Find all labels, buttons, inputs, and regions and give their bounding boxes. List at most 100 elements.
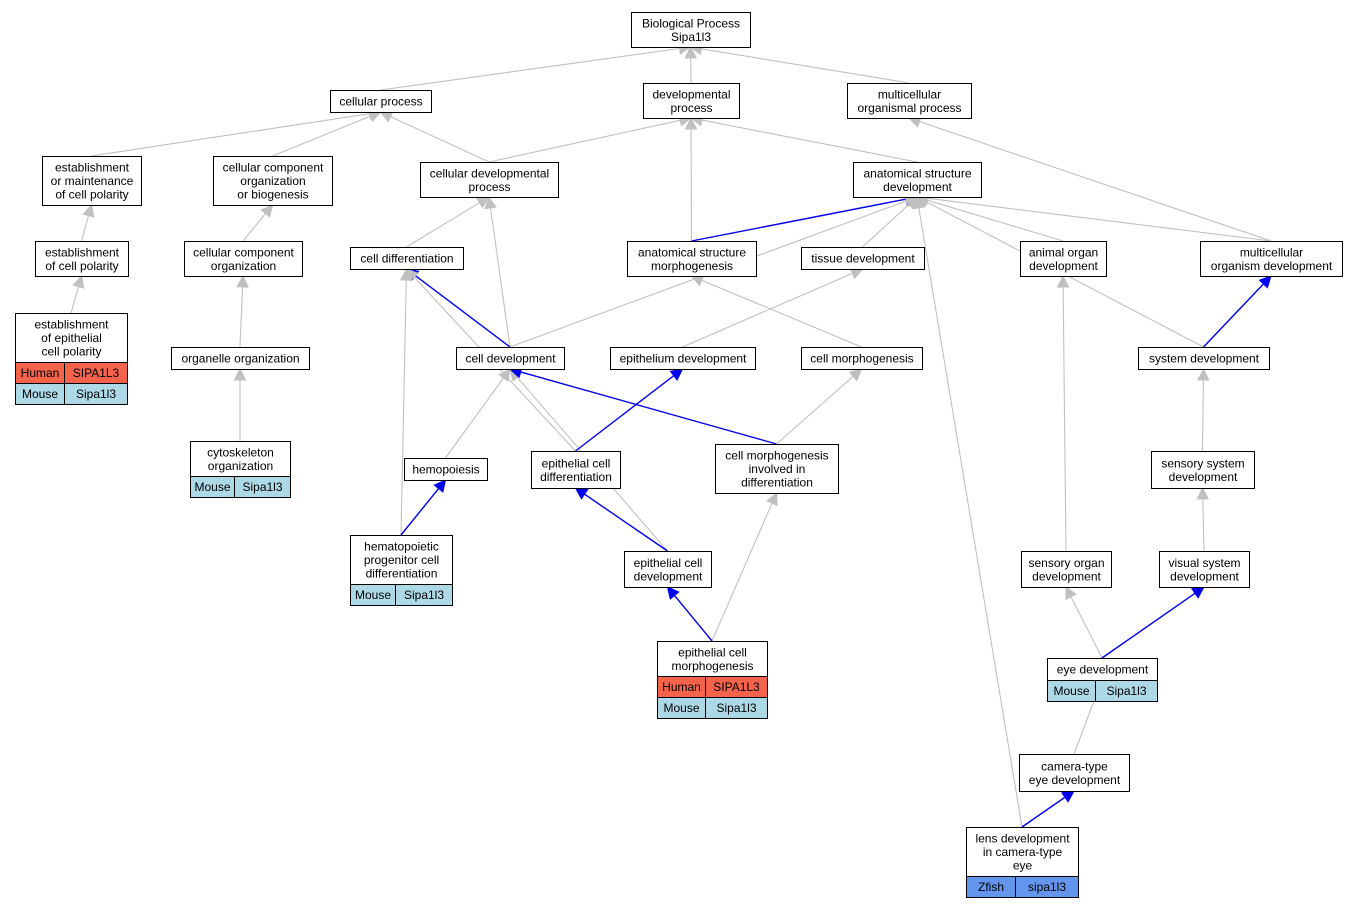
term-label-line: animal organ	[1029, 245, 1098, 259]
term-label-line: morphogenesis	[651, 259, 733, 273]
term-box	[853, 162, 982, 198]
term-label-line: developmental	[652, 87, 730, 101]
term-label-line: cell morphogenesis	[725, 449, 828, 463]
edge-arrowhead	[766, 491, 778, 507]
term-label-line: Biological Process	[642, 16, 740, 30]
edge-hemo-to-cdev	[445, 377, 504, 459]
term-box	[1020, 241, 1107, 277]
gene-cell	[395, 584, 453, 606]
gene-cell	[1095, 680, 1158, 702]
term-label-line: tissue development	[811, 252, 915, 266]
edge-asd-to-dp	[701, 119, 918, 163]
gene-symbol[interactable]: sipa1l3	[1028, 880, 1066, 894]
term-node-hemo[interactable]: hemopoiesis	[404, 458, 488, 481]
term-node-oo[interactable]: organelle organization	[171, 347, 310, 370]
term-label-line: cell development	[465, 352, 556, 366]
term-label-line: differentiation	[741, 476, 813, 490]
edge-eye-to-sod	[1070, 596, 1103, 659]
edge-arrowhead	[498, 368, 511, 383]
term-node-sd[interactable]: system development	[1138, 347, 1270, 370]
gene-symbol[interactable]: Sipa1l3	[242, 480, 282, 494]
term-label-line: process	[468, 180, 510, 194]
term-label-line: development	[883, 180, 952, 194]
term-label-line: establishment	[45, 245, 120, 259]
term-label-line: development	[1029, 259, 1098, 273]
term-label-line: process	[670, 101, 712, 115]
species-label: Mouse	[355, 588, 391, 602]
term-node-cdev[interactable]: cell development	[456, 347, 565, 370]
term-label-line: visual system	[1168, 556, 1240, 570]
term-node-cm[interactable]: cell morphogenesis	[801, 347, 923, 370]
term-box	[801, 247, 925, 270]
term-label-line: system development	[1149, 352, 1260, 366]
edge-lens-to-cted	[1021, 796, 1066, 828]
gene-symbol[interactable]: Sipa1l3	[1106, 684, 1146, 698]
edge-arrowhead	[484, 195, 497, 210]
term-box	[420, 162, 559, 198]
term-label-line: cellular component	[193, 245, 294, 259]
gene-symbol[interactable]: SIPA1L3	[713, 680, 760, 694]
gene-symbol[interactable]: Sipa1l3	[76, 387, 116, 401]
term-box	[1200, 241, 1343, 277]
term-label-line: camera-type	[1041, 759, 1108, 773]
edge-arrowhead	[72, 274, 85, 289]
term-label-line: in camera-type	[983, 845, 1063, 859]
gene-symbol[interactable]: Sipa1l3	[404, 588, 444, 602]
edge-emcp-to-cp	[91, 113, 370, 157]
gene-symbol[interactable]: Sipa1l3	[716, 701, 756, 715]
term-box	[657, 641, 768, 677]
edge-arrowhead	[684, 116, 698, 130]
gene-symbol[interactable]: SIPA1L3	[73, 366, 120, 380]
term-box	[1021, 551, 1112, 588]
gene-cell	[234, 476, 291, 498]
term-label-line: establishment	[55, 161, 130, 175]
term-label-line: hemopoiesis	[412, 463, 479, 477]
edge-arrowhead	[666, 586, 680, 600]
edge-lens-to-asd	[918, 207, 1023, 828]
term-label-line: lens development	[975, 832, 1070, 846]
term-box	[1138, 347, 1270, 370]
term-label-line: cytoskeleton	[207, 445, 274, 459]
term-label-line: cell morphogenesis	[810, 352, 913, 366]
term-node-cdiff[interactable]: cell differentiation	[350, 247, 464, 270]
edge-aod-to-asd	[927, 199, 1064, 242]
term-box	[627, 241, 757, 277]
term-box	[715, 444, 839, 494]
term-label-line: cell polarity	[41, 345, 101, 359]
term-label-line: development	[1169, 470, 1238, 484]
edge-td-to-asd	[862, 204, 910, 248]
term-node-cp[interactable]: cellular process	[330, 90, 432, 113]
edge-epd-to-td	[682, 272, 853, 348]
term-box	[624, 551, 712, 588]
species-label: Mouse	[22, 387, 58, 401]
term-node-epd[interactable]: epithelium development	[610, 347, 756, 370]
term-node-td[interactable]: tissue development	[801, 247, 925, 270]
term-label-line: epithelial cell	[678, 645, 747, 659]
edge-cm-to-asm	[701, 279, 862, 348]
